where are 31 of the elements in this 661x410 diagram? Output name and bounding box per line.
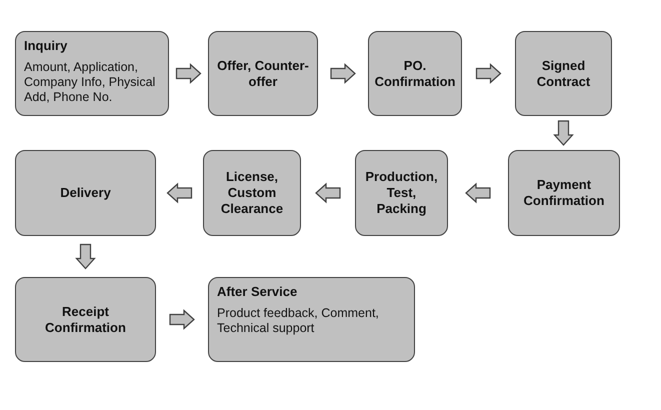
block-arrow [176,63,202,84]
process-box [355,150,448,236]
step-title: Payment Confirmation [522,177,606,209]
process-box [15,31,169,116]
step-title: Offer, Counter-offer [216,58,310,90]
step-title: License, Custom Clearance [220,169,284,217]
step-title: Signed Contract [536,58,592,90]
block-arrow [166,182,192,204]
step-title: Receipt Confirmation [44,304,127,336]
step-title: PO. Confirmation [374,58,456,90]
step-title: Delivery [60,185,111,201]
step-details: Amount, Application, Company Info, Physical Add, Phone No. [24,60,156,105]
step-title: Inquiry [24,38,68,54]
block-arrow [465,182,491,204]
process-box [15,150,156,236]
process-box [508,150,620,236]
block-arrow [169,309,195,330]
block-arrow [476,63,502,84]
process-box [515,31,612,116]
process-box [208,277,415,362]
process-box [368,31,462,116]
block-arrow [330,63,356,84]
step-title: Production, Test, Packing [364,169,439,217]
block-arrow [315,182,341,204]
process-box [15,277,156,362]
step-details: Product feedback, Comment, Technical support [217,306,380,336]
block-arrow [553,120,574,146]
block-arrow [75,244,96,270]
process-box [208,31,318,116]
step-title: After Service [217,284,298,300]
process-box [203,150,301,236]
